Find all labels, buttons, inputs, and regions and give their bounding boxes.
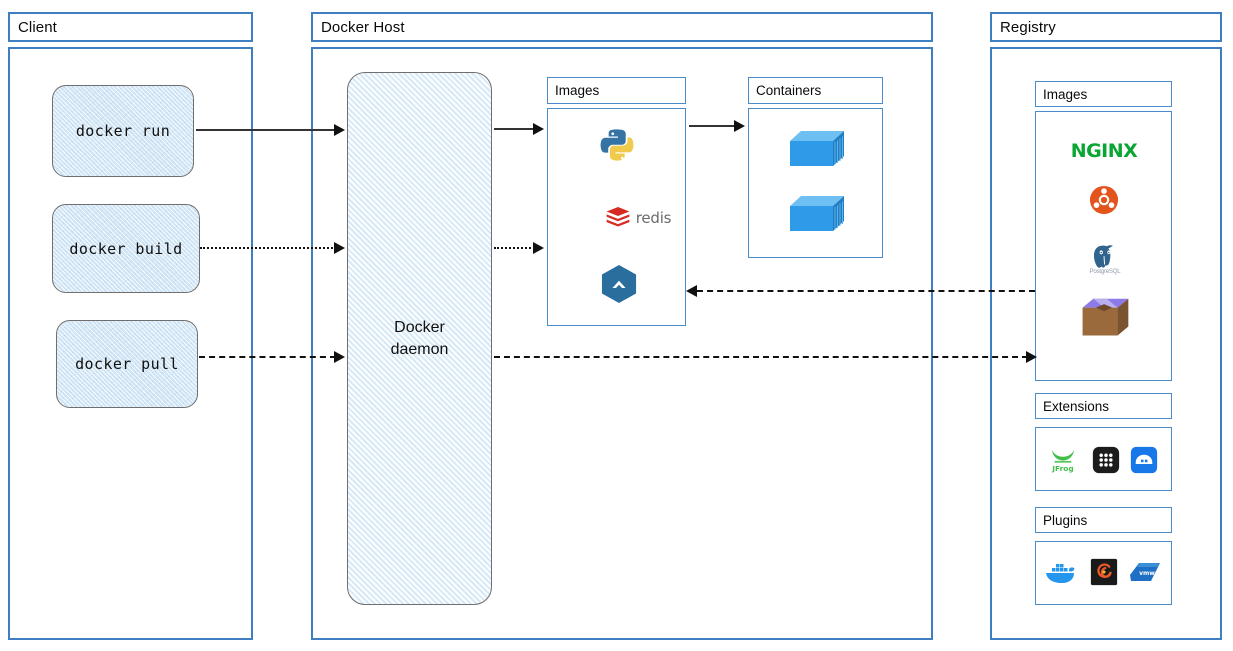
registry-extensions-title: Extensions	[1035, 393, 1172, 419]
ubuntu-icon	[1088, 184, 1120, 216]
jfrog-icon: JFrog	[1046, 443, 1080, 477]
blue-card-icon	[1129, 445, 1159, 475]
connector-docker-build-arrowhead	[334, 242, 345, 254]
docker-daemon[interactable]: Docker daemon	[347, 72, 492, 605]
connector-daemon-to-images-solid	[494, 128, 535, 130]
container-icon	[786, 192, 848, 238]
registry-plugins-title-label: Plugins	[1043, 512, 1088, 528]
registry-plugins-title: Plugins	[1035, 507, 1172, 533]
python-icon	[597, 125, 639, 167]
host-images-title-label: Images	[555, 83, 600, 98]
alpine-icon	[597, 262, 641, 306]
connector-registry-to-images	[697, 290, 1035, 292]
connector-daemon-to-images-solid-arrowhead	[533, 123, 544, 135]
connector-daemon-to-registry	[494, 356, 1028, 358]
connector-docker-run-arrowhead	[334, 124, 345, 136]
client-panel-title-label: Client	[18, 18, 57, 36]
docker-run-box[interactable]: docker run	[52, 85, 194, 177]
connector-docker-build	[200, 247, 336, 249]
postgresql-icon: PostgreSQL	[1081, 238, 1129, 278]
connector-docker-pull-arrowhead	[334, 351, 345, 363]
docker-pull-box[interactable]: docker pull	[56, 320, 198, 408]
nginx-icon: NGINX	[1063, 136, 1145, 166]
nginx-label: NGINX	[1070, 140, 1138, 162]
container-icon	[786, 127, 848, 173]
host-containers-title: Containers	[748, 77, 883, 104]
connector-images-to-containers-arrowhead	[734, 120, 745, 132]
docker-build-label: docker build	[69, 239, 183, 258]
connector-daemon-to-images-dotted-arrowhead	[533, 242, 544, 254]
docker-host-panel-title: Docker Host	[311, 12, 933, 42]
registry-images-title: Images	[1035, 81, 1172, 107]
docker-whale-icon	[1042, 557, 1080, 589]
connector-docker-run	[196, 129, 336, 131]
vmware-icon: vmw	[1126, 557, 1164, 587]
host-containers-title-label: Containers	[756, 83, 822, 98]
host-images-title: Images	[547, 77, 686, 104]
package-icon	[1077, 295, 1133, 341]
connector-daemon-to-registry-arrowhead	[1026, 351, 1037, 363]
grafana-icon	[1089, 557, 1119, 587]
connector-docker-pull	[199, 356, 336, 358]
docker-host-panel-title-label: Docker Host	[321, 18, 405, 36]
svg-text:JFrog: JFrog	[1051, 464, 1073, 473]
docker-build-box[interactable]: docker build	[52, 204, 200, 293]
registry-panel-title: Registry	[990, 12, 1222, 42]
docker-run-label: docker run	[75, 122, 171, 140]
connector-daemon-to-images-dotted	[494, 247, 535, 249]
postgresql-label: PostgreSQL	[1089, 268, 1121, 275]
registry-images-title-label: Images	[1043, 86, 1088, 102]
connector-images-to-containers	[689, 125, 737, 127]
redis-label: redis	[635, 209, 672, 227]
registry-extensions-title-label: Extensions	[1043, 398, 1110, 414]
redis-icon: redis	[588, 203, 688, 233]
registry-panel-title-label: Registry	[1000, 18, 1056, 36]
client-panel-title: Client	[8, 12, 253, 42]
connector-registry-to-images-arrowhead	[686, 285, 697, 297]
docker-daemon-label: Docker daemon	[390, 318, 449, 358]
svg-text:vmw: vmw	[1139, 570, 1155, 577]
app-grid-icon	[1091, 445, 1121, 475]
docker-pull-label: docker pull	[75, 355, 179, 373]
